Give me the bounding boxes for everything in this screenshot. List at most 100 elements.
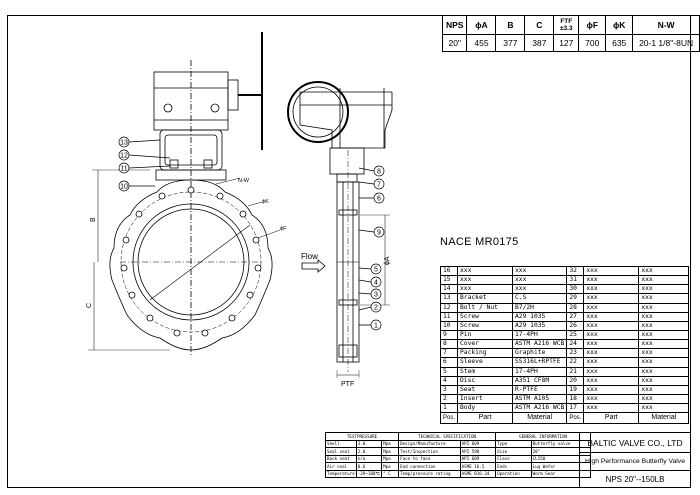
tech-cell: Operation (495, 469, 532, 478)
tech-cell: -29~180℃ (355, 469, 383, 478)
tech-cell: Size (495, 447, 532, 456)
parts-cell: 32 (566, 265, 585, 277)
parts-cell: 12 (439, 302, 459, 313)
parts-cell: Sleeve (457, 357, 514, 368)
parts-cell: Graphite (512, 348, 568, 359)
parts-cell: xxx (583, 366, 640, 377)
tech-cell: ° C (381, 469, 400, 478)
dimension-value-row: 20" 455 377 387 127 700 635 20-1 1/8"-8U… (441, 34, 700, 52)
parts-cell: xxx (583, 311, 640, 322)
dim-b-label: B (90, 217, 97, 222)
parts-cell: 31 (566, 275, 585, 286)
balloon-11: 11 (118, 162, 130, 174)
parts-cell: xxx (638, 348, 690, 359)
parts-cell: 5 (439, 366, 459, 377)
tech-head-testpressure: TESTPRESSURE (324, 432, 400, 441)
parts-cell: A351 CF8M (512, 375, 568, 386)
balloon-2: 2 (370, 301, 382, 313)
parts-cell: xxx (457, 265, 514, 277)
parts-cell: 13 (439, 293, 459, 304)
tech-cell: Back seat (325, 454, 357, 463)
tech-cell: API 598 (459, 447, 497, 456)
tech-header-row: TESTPRESSURE TECHNICAL SPECIFICATION GEN… (324, 432, 592, 441)
parts-cell: xxx (638, 265, 690, 277)
ptf-label: PTF (341, 381, 354, 388)
svg-text:7: 7 (377, 182, 381, 189)
parts-cell: xxx (512, 275, 568, 286)
parts-cell: 1 (439, 403, 459, 414)
tech-head-spec: TECHNICAL SPECIFICATION (398, 432, 497, 441)
parts-cell: xxx (638, 357, 690, 368)
parts-cell: 23 (566, 348, 585, 359)
parts-cell: A29 1035 (512, 320, 568, 331)
parts-cell: Seat (457, 384, 514, 395)
parts-cell: 6 (439, 357, 459, 368)
parts-cell: xxx (638, 393, 690, 405)
parts-cell: Stem (457, 366, 514, 377)
tech-cell: Ends (495, 462, 532, 471)
svg-text:11: 11 (120, 166, 127, 173)
balloon-6: 6 (373, 192, 385, 204)
parts-cell: Bolt / Nut (457, 302, 514, 313)
tech-cell: Test/Inspection (398, 447, 461, 456)
svg-text:6: 6 (377, 196, 381, 203)
parts-cell: 4 (439, 375, 459, 386)
tech-cell: Temperature (325, 469, 357, 478)
parts-cell: A29 1035 (512, 311, 568, 322)
balloon-8: 8 (373, 165, 385, 177)
parts-cell: xxx (638, 375, 690, 386)
parts-cell: xxx (583, 393, 640, 405)
parts-cell: 19 (566, 384, 585, 395)
parts-cell: 10 (439, 320, 459, 331)
svg-text:12: 12 (120, 153, 128, 160)
parts-cell: xxx (583, 357, 640, 368)
parts-cell: B7/2H (512, 302, 568, 313)
parts-cell: 16 (439, 265, 459, 277)
parts-cell: xxx (638, 275, 690, 286)
parts-cell: Body (457, 403, 514, 414)
parts-header-cell: Pos. (439, 412, 459, 425)
svg-text:9: 9 (377, 230, 381, 237)
parts-cell: xxx (583, 320, 640, 331)
parts-cell: C.S (512, 293, 568, 304)
flow-label: Flow (301, 252, 318, 261)
parts-cell: xxx (638, 339, 690, 350)
svg-text:1: 1 (374, 323, 378, 330)
title-block-border (579, 432, 580, 488)
tech-cell: ASME 16.5 (459, 462, 497, 471)
parts-cell: 20 (566, 375, 585, 386)
parts-cell: xxx (638, 311, 690, 322)
dim-c-label: C (86, 303, 93, 308)
flow-arrow (301, 259, 326, 273)
parts-cell: xxx (457, 275, 514, 286)
svg-text:13: 13 (120, 140, 128, 147)
parts-cell: xxx (638, 320, 690, 331)
gearbox-side (299, 91, 393, 149)
parts-cell: 29 (566, 293, 585, 304)
parts-cell: 8 (439, 339, 459, 350)
parts-cell: Packing (457, 348, 514, 359)
tech-cell: Mpa (381, 454, 400, 463)
tech-cell: Temp/pressure rating (398, 469, 461, 478)
parts-cell: xxx (583, 284, 640, 295)
balloon-9: 9 (373, 226, 385, 238)
balloon-7: 7 (373, 178, 385, 190)
parts-cell: Disc (457, 375, 514, 386)
tech-cell: Mpa (381, 439, 400, 448)
parts-cell: 2 (439, 393, 459, 405)
nace-label: NACE MR0175 (440, 236, 519, 248)
balloon-13: 13 (118, 136, 130, 148)
parts-cell: R-PTFE (512, 384, 568, 395)
tech-cell: Shell (325, 439, 357, 448)
